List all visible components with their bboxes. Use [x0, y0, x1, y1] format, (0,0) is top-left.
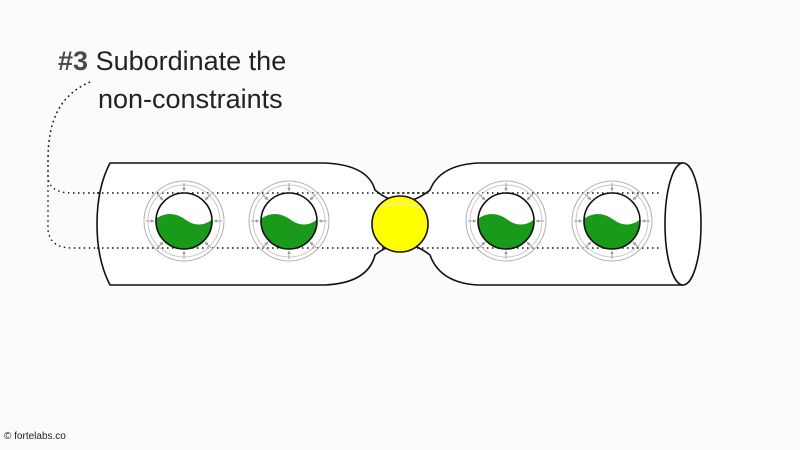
non-constraint-ball [248, 180, 330, 262]
pipe-end-cap [664, 162, 702, 286]
non-constraint-ball [465, 180, 547, 262]
copyright-notice: © fortelabs.co [4, 431, 66, 442]
slide-title: #3 Subordinate the non-constraints [58, 42, 286, 118]
title-line-1: Subordinate the [95, 46, 287, 76]
step-number: #3 [58, 46, 89, 76]
constraint-ball [371, 195, 429, 253]
non-constraint-ball [571, 180, 653, 262]
title-line-2: non-constraints [98, 84, 283, 114]
non-constraint-ball [143, 180, 225, 262]
leader-line-bottom [47, 81, 660, 249]
